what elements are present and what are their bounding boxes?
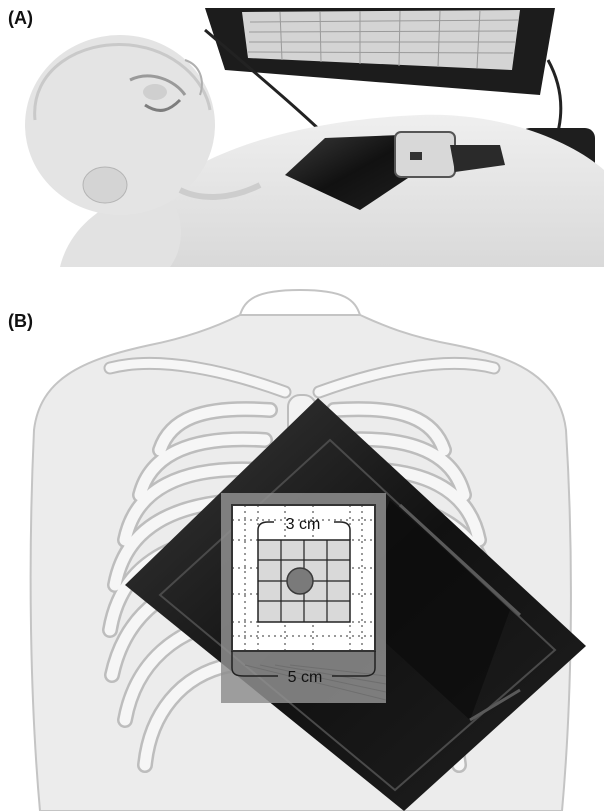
center-target-dot [287, 568, 313, 594]
panel-b-diagram: 3 cm 5 cm [31, 290, 586, 811]
label-3cm: 3 cm [286, 516, 321, 533]
panel-a-photo [25, 8, 604, 267]
laptop [205, 8, 555, 95]
manikin-head [25, 35, 215, 215]
label-5cm: 5 cm [288, 669, 323, 686]
